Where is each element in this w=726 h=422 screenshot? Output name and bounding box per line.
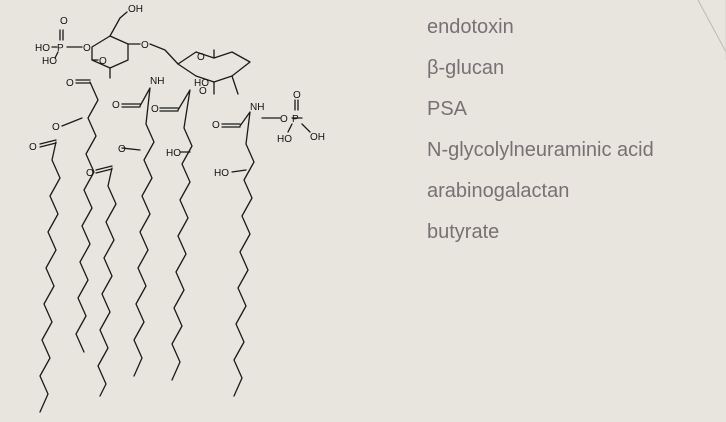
label-ho-ring2: HO <box>194 78 209 89</box>
label-carbonyl-o-4: O <box>212 120 220 131</box>
label-nh-2: NH <box>250 102 264 113</box>
label-phos2-o-link: O <box>280 114 288 125</box>
label-phos1-o-link: O <box>83 43 91 54</box>
label-phos2-ho: HO <box>277 134 292 145</box>
term-butyrate: butyrate <box>427 221 500 243</box>
label-phos1-o-top: O <box>60 16 68 27</box>
label-ester-o-left-carbonyl: O <box>29 142 37 153</box>
term-endotoxin: endotoxin <box>427 16 514 38</box>
term-psa: PSA <box>427 98 468 120</box>
label-ester-o1: O <box>99 56 107 67</box>
label-ester-o1-carbonyl: O <box>66 78 74 89</box>
term-list: endotoxin β-glucan PSA N-glycolylneurami… <box>427 13 654 259</box>
label-ring-o-2: O <box>197 52 205 63</box>
label-ho-chain4: HO <box>214 168 229 179</box>
lipid-a-structure: O HO P HO O OH O O O O NH O HO O O NH O … <box>29 4 325 413</box>
label-phos1-p: P <box>57 43 64 54</box>
label-carbonyl-o-3: O <box>151 104 159 115</box>
bond-skeleton <box>39 11 311 413</box>
label-ring-o-3: O <box>199 86 207 97</box>
label-ester-o-mid-carbonyl: O <box>86 168 94 179</box>
label-ring-o-1: O <box>141 40 149 51</box>
term-beta-glucan: β-glucan <box>427 57 505 79</box>
label-phos1-ho: HO <box>35 43 50 54</box>
label-phos2-o-top: O <box>293 90 301 101</box>
label-nh-1: NH <box>150 76 164 87</box>
label-phos2-oh: OH <box>310 132 325 143</box>
label-oh-top: OH <box>128 4 143 15</box>
label-phos2-p: P <box>292 114 299 125</box>
term-arabinogalactan: arabinogalactan <box>427 180 570 202</box>
label-ho-chain3: HO <box>166 148 181 159</box>
corner-decoration <box>697 0 726 60</box>
label-ester-o-left: O <box>52 122 60 133</box>
label-carbonyl-o-2: O <box>112 100 120 111</box>
label-ester-o-mid: O <box>118 144 126 155</box>
label-phos1-ho2: HO <box>42 56 57 67</box>
term-n-glycolylneuraminic-acid: N-glycolylneuraminic acid <box>427 139 654 161</box>
